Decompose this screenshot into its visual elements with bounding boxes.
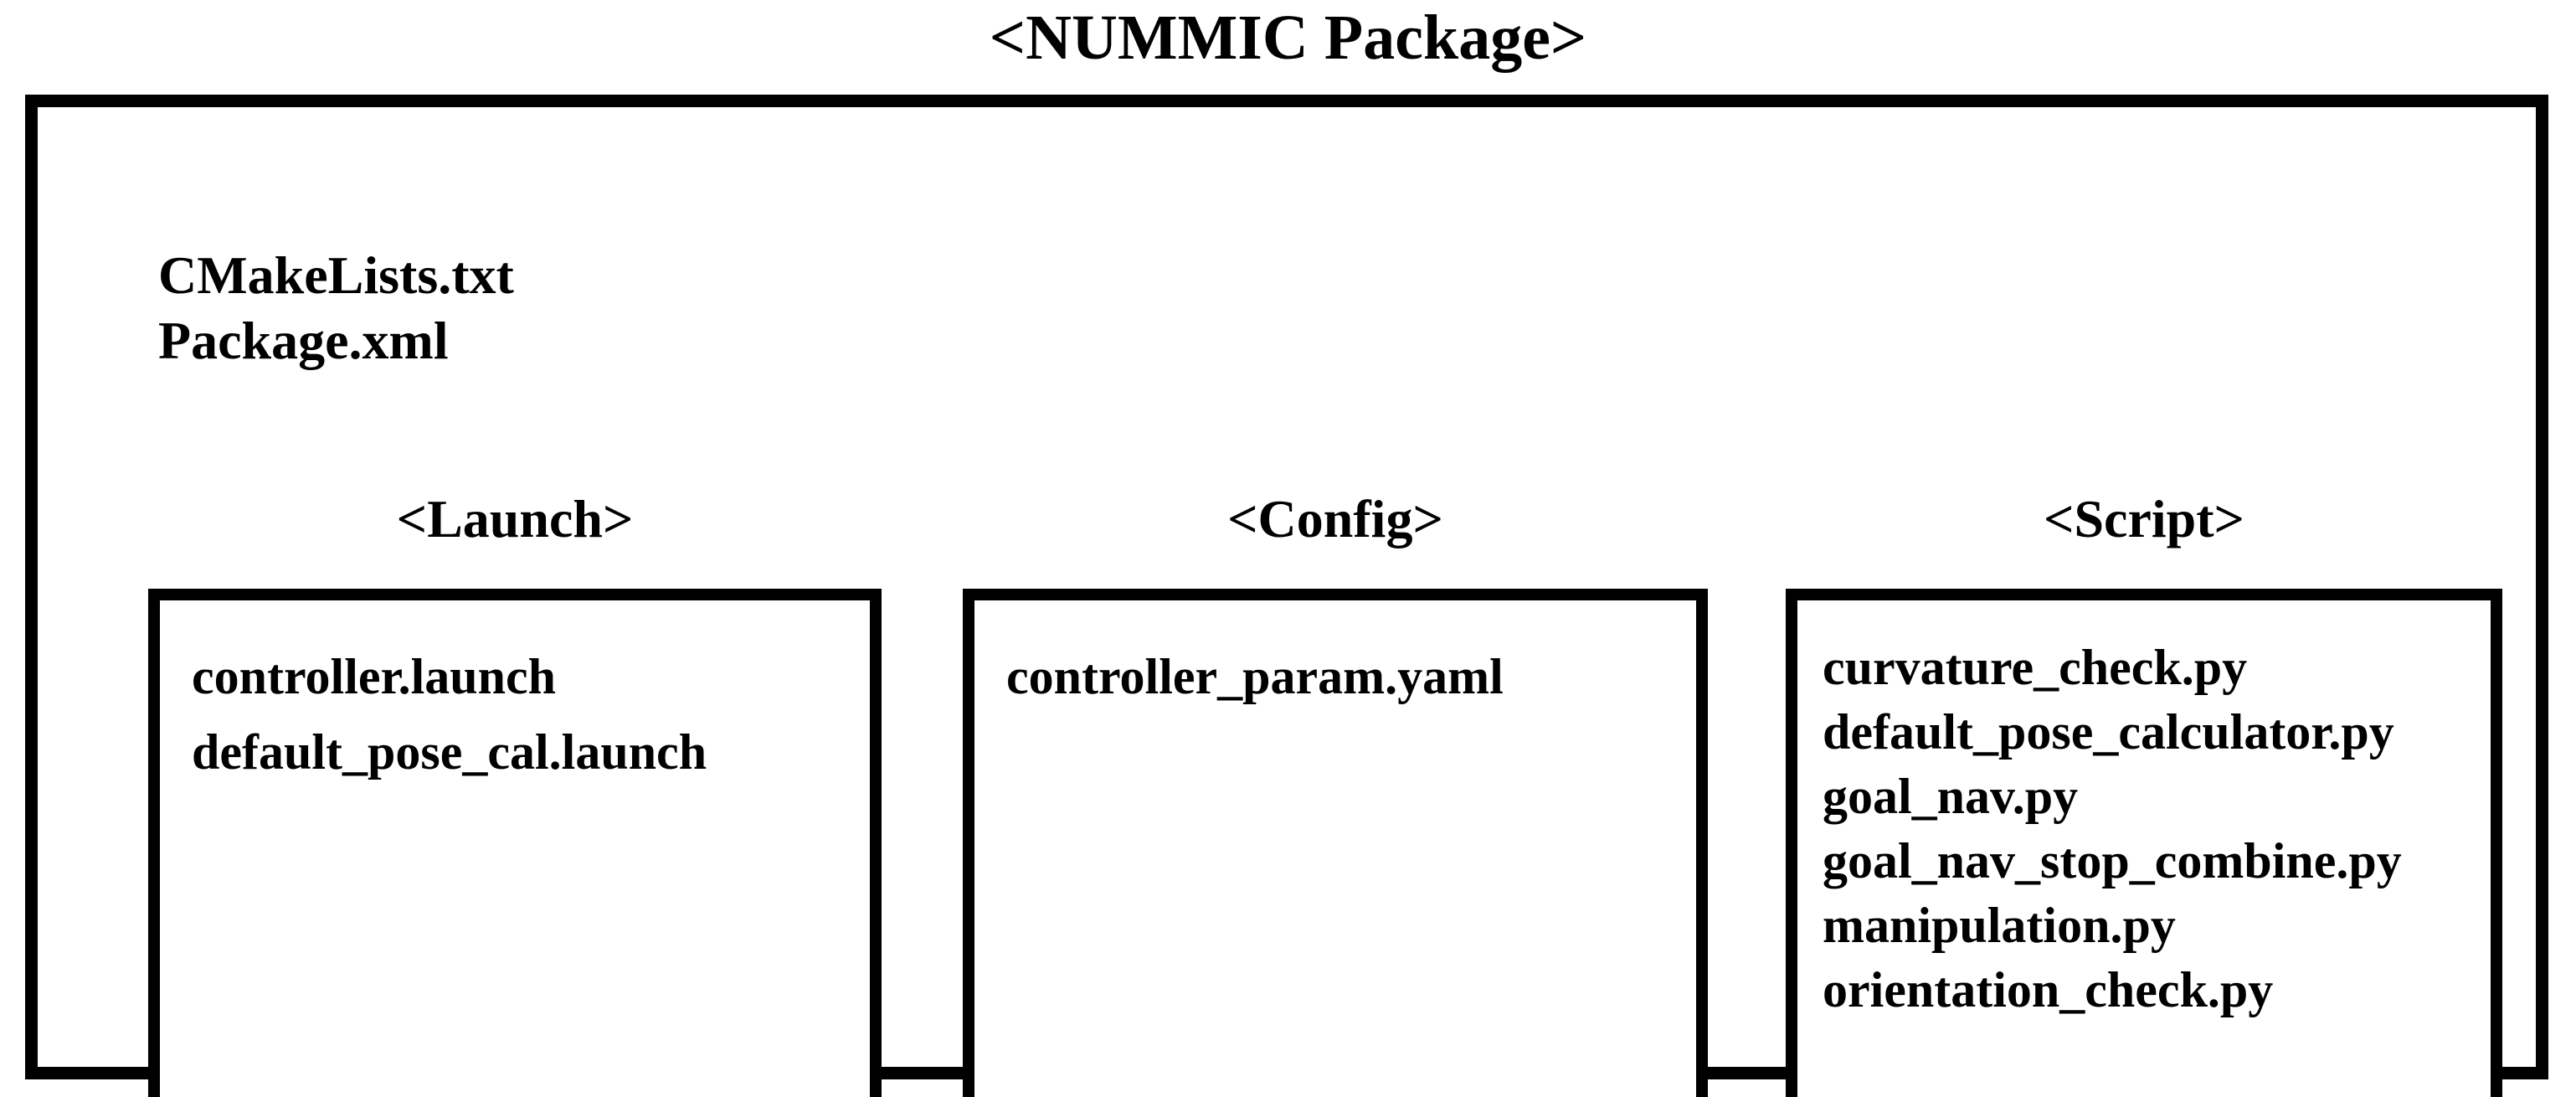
file-item: controller_param.yaml (1006, 649, 1504, 704)
file-item: manipulation.py (1823, 898, 2176, 954)
script-file-list: curvature_check.py default_pose_calculat… (1797, 600, 2491, 1023)
file-item: curvature_check.py (1823, 640, 2248, 695)
section-label-config: <Config> (1227, 489, 1443, 548)
root-file-package-xml: Package.xml (158, 311, 449, 371)
root-files-list: CMakeLists.txt Package.xml (158, 243, 514, 373)
config-box: controller_param.yaml (963, 589, 1708, 1097)
package-outer-box: CMakeLists.txt Package.xml <Launch> <Con… (25, 95, 2548, 1097)
config-file-list: controller_param.yaml (974, 600, 1696, 714)
section-label-script: <Script> (2043, 489, 2245, 548)
file-item: goal_nav_stop_combine.py (1823, 833, 2402, 889)
launch-file-list: controller.launch default_pose_cal.launc… (160, 600, 870, 790)
launch-box: controller.launch default_pose_cal.launc… (148, 589, 882, 1097)
root-file-cmakelists: CMakeLists.txt (158, 245, 514, 305)
section-label-launch: <Launch> (396, 489, 634, 548)
file-item: default_pose_cal.launch (192, 724, 707, 780)
diagram-title: <NUMMIC Package> (989, 3, 1587, 73)
file-item: goal_nav.py (1823, 769, 2079, 825)
script-box: curvature_check.py default_pose_calculat… (1786, 589, 2502, 1097)
file-item: controller.launch (192, 649, 557, 704)
file-item: default_pose_calculator.py (1823, 704, 2394, 760)
file-item: orientation_check.py (1823, 962, 2274, 1018)
